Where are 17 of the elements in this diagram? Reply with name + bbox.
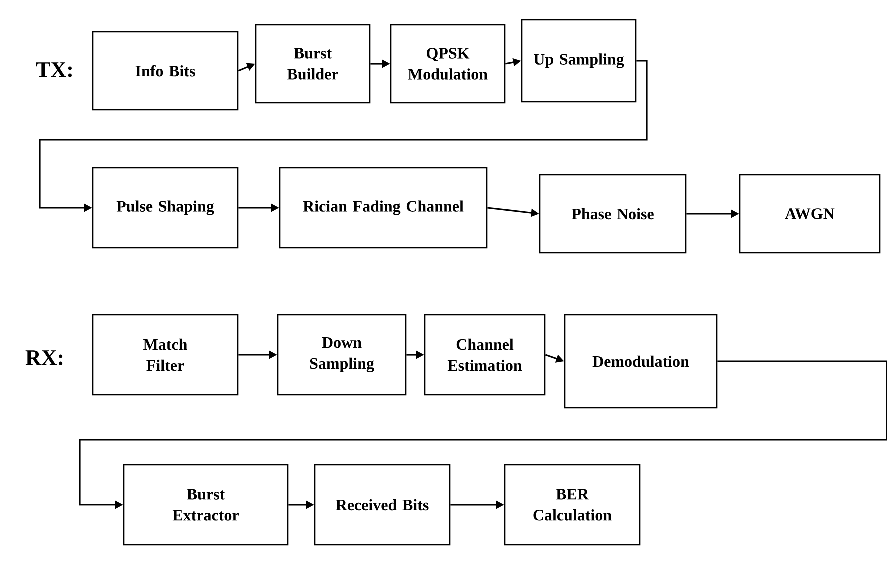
process-box: Channel Estimation	[424, 314, 546, 396]
process-box: Burst Extractor	[123, 464, 289, 546]
process-box: Burst Builder	[255, 24, 371, 104]
process-box: QPSK Modulation	[390, 24, 506, 104]
process-box: Demodulation	[564, 314, 718, 409]
process-box: Match Filter	[92, 314, 239, 396]
process-box: Phase Noise	[539, 174, 687, 254]
process-box: Pulse Shaping	[92, 167, 239, 249]
process-box: Rician Fading Channel	[279, 167, 488, 249]
process-box: Info Bits	[92, 31, 239, 111]
process-box: Down Sampling	[277, 314, 407, 396]
row-label: RX:	[26, 350, 63, 366]
process-box: Received Bits	[314, 464, 451, 546]
row-label: TX:	[36, 62, 72, 78]
process-box: AWGN	[739, 174, 881, 254]
process-box: BER Calculation	[504, 464, 641, 546]
process-box: Up Sampling	[521, 19, 637, 103]
